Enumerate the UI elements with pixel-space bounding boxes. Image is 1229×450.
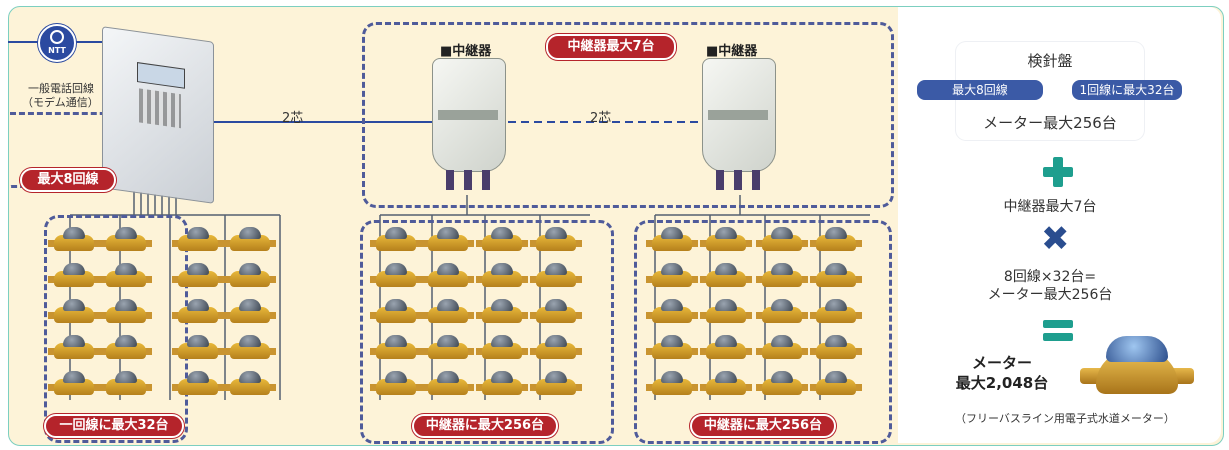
meter-caption: （フリーバスライン用電子式水道メーター） <box>955 412 1175 425</box>
water-meter-icon <box>100 298 152 326</box>
water-meter-icon <box>646 334 698 362</box>
repeater-label-1: ■中継器 <box>440 44 492 59</box>
water-meter-icon <box>530 334 582 362</box>
calc-line-2: メーター最大256台 <box>987 287 1113 303</box>
repeater1-capacity-badge: 中継器に最大256台 <box>412 414 558 438</box>
result-line-2: 最大2,048台 <box>955 374 1049 392</box>
repeater-device-1 <box>432 58 506 190</box>
repeater-device-2 <box>702 58 776 190</box>
water-meter-icon <box>224 262 276 290</box>
water-meter-icon <box>646 370 698 398</box>
repeater-group <box>362 22 894 208</box>
water-meter-icon <box>48 334 100 362</box>
water-meter-icon <box>224 226 276 254</box>
water-meter-icon <box>370 298 422 326</box>
water-meter-icon <box>48 226 100 254</box>
calc-line-1: 8回線×32台= <box>1003 269 1097 285</box>
water-meter-icon <box>100 262 152 290</box>
water-meter-icon <box>756 262 808 290</box>
water-meter-icon <box>700 262 752 290</box>
equals-icon <box>1043 320 1073 342</box>
water-meter-image <box>1080 332 1194 402</box>
water-meter-icon <box>646 262 698 290</box>
water-meter-icon <box>172 298 224 326</box>
result-line-1: メーター <box>971 354 1032 372</box>
repeater2-capacity-badge: 中継器に最大256台 <box>690 414 836 438</box>
repeater-max-text: 中継器最大7台 <box>1003 199 1097 215</box>
water-meter-icon <box>530 298 582 326</box>
chip-per-line: 1回線に最大32台 <box>1072 80 1182 100</box>
water-meter-icon <box>756 226 808 254</box>
water-meter-icon <box>100 226 152 254</box>
water-meter-icon <box>646 298 698 326</box>
water-meter-icon <box>756 298 808 326</box>
water-meter-icon <box>48 370 100 398</box>
panel-title: 検針盤 <box>1027 52 1073 70</box>
water-meter-icon <box>48 298 100 326</box>
controller-keypad <box>139 88 181 129</box>
water-meter-icon <box>700 226 752 254</box>
controller-display <box>137 62 185 89</box>
water-meter-icon <box>224 298 276 326</box>
meter-reading-controller <box>102 26 214 204</box>
water-meter-icon <box>810 262 862 290</box>
repeater-label-2: ■中継器 <box>706 44 758 59</box>
multiply-icon: ✖ <box>1041 219 1070 259</box>
water-meter-icon <box>700 298 752 326</box>
water-meter-icon <box>172 262 224 290</box>
water-meter-icon <box>370 334 422 362</box>
water-meter-icon <box>476 262 528 290</box>
water-meter-icon <box>370 262 422 290</box>
water-meter-icon <box>810 370 862 398</box>
water-meter-icon <box>756 334 808 362</box>
water-meter-icon <box>172 334 224 362</box>
chip-max-lines: 最大8回線 <box>917 80 1043 100</box>
water-meter-icon <box>810 298 862 326</box>
max-lines-badge: 最大8回線 <box>20 168 116 192</box>
repeater2-meter-group <box>634 220 892 444</box>
water-meter-icon <box>370 226 422 254</box>
water-meter-icon <box>172 370 224 398</box>
water-meter-icon <box>100 334 152 362</box>
phone-line-label: 一般電話回線 <box>28 82 94 95</box>
water-meter-icon <box>172 226 224 254</box>
phone-line-sub: （モデム通信） <box>22 96 99 109</box>
water-meter-icon <box>422 226 474 254</box>
water-meter-icon <box>422 298 474 326</box>
water-meter-icon <box>810 226 862 254</box>
water-meter-icon <box>224 334 276 362</box>
ntt-icon-label: NTT <box>48 46 66 55</box>
water-meter-icon <box>48 262 100 290</box>
water-meter-icon <box>476 370 528 398</box>
water-meter-icon <box>224 370 276 398</box>
water-meter-icon <box>370 370 422 398</box>
plus-icon <box>1043 157 1073 187</box>
water-meter-icon <box>422 262 474 290</box>
panel-meter-capacity: メーター最大256台 <box>983 114 1117 132</box>
water-meter-icon <box>100 370 152 398</box>
per-line-badge: 一回線に最大32台 <box>44 414 184 438</box>
water-meter-icon <box>700 370 752 398</box>
wire-label-1: 2芯 <box>282 111 304 126</box>
ntt-icon: NTT <box>38 24 76 62</box>
water-meter-icon <box>646 226 698 254</box>
water-meter-icon <box>422 370 474 398</box>
water-meter-icon <box>530 226 582 254</box>
repeater1-meter-group <box>360 220 614 444</box>
wire-label-2: 2芯 <box>590 111 612 126</box>
water-meter-icon <box>530 262 582 290</box>
water-meter-icon <box>810 334 862 362</box>
repeater-group-badge: 中継器最大7台 <box>546 34 676 60</box>
water-meter-icon <box>476 298 528 326</box>
water-meter-icon <box>476 334 528 362</box>
line-meter-group <box>44 215 188 443</box>
water-meter-icon <box>476 226 528 254</box>
water-meter-icon <box>422 334 474 362</box>
water-meter-icon <box>530 370 582 398</box>
water-meter-icon <box>700 334 752 362</box>
water-meter-icon <box>756 370 808 398</box>
